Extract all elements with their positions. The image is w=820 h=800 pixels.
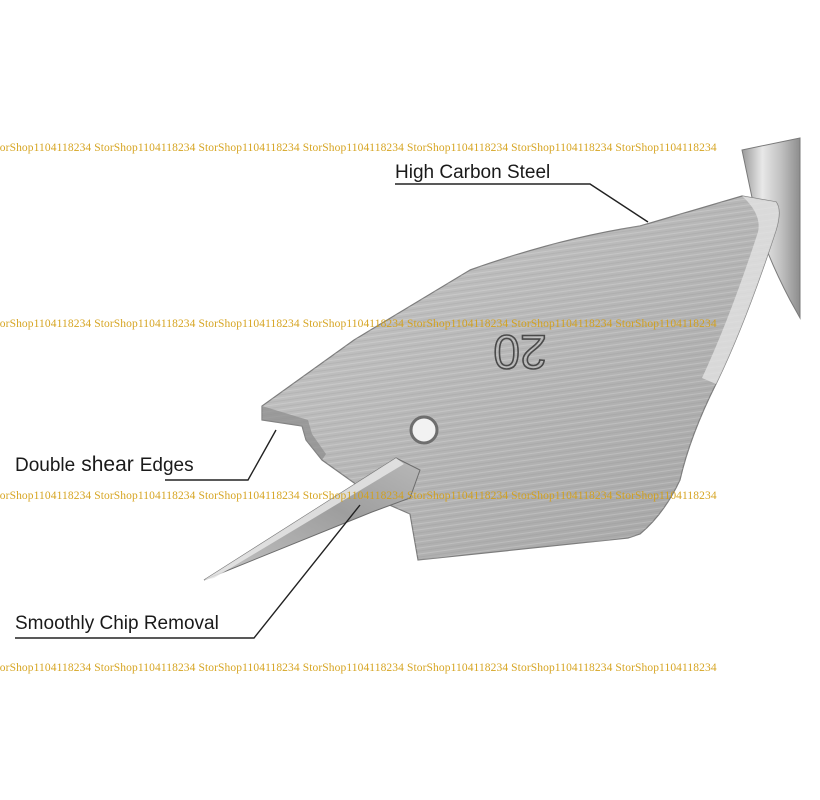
label-smoothly-chip-removal: Smoothly Chip Removal xyxy=(15,613,219,634)
watermark-row: StorShop1104118234 StorShop1104118234 St… xyxy=(0,662,717,674)
leader-line-chip xyxy=(15,504,361,639)
blade-hole xyxy=(409,415,439,445)
leader-lines xyxy=(15,183,649,639)
spade-drill-bit-illustration: 20 xyxy=(15,137,801,639)
watermark-row: StorShop1104118234 StorShop1104118234 St… xyxy=(0,142,717,154)
watermark-row: StorShop1104118234 StorShop1104118234 St… xyxy=(0,490,717,502)
watermark-row: StorShop1104118234 StorShop1104118234 St… xyxy=(0,318,717,330)
center-point-tip xyxy=(203,457,421,581)
leader-line-steel xyxy=(395,183,649,223)
label-word-edges: Edges xyxy=(139,455,194,476)
leader-line-shear xyxy=(165,429,277,481)
size-marking: 20 xyxy=(493,324,546,377)
label-high-carbon-steel: High Carbon Steel xyxy=(395,162,551,183)
product-image: 20 StorShop1104118234 StorShop1104118234… xyxy=(0,137,801,674)
label-word-double: Double xyxy=(15,455,76,476)
label-word-shear: shear xyxy=(81,453,134,476)
